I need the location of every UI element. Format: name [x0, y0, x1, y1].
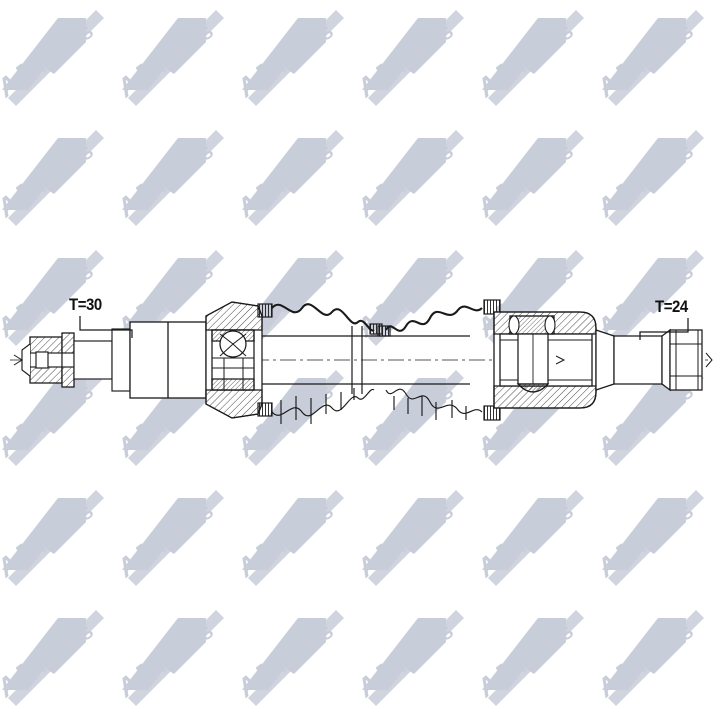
- inner-boot-clamp-small: [377, 325, 391, 337]
- callout-outer-spline-count: T=30: [69, 295, 102, 314]
- inner-tripod-joint: [493, 311, 597, 409]
- inner-rubber-boot: [385, 305, 483, 332]
- intermediate-shaft: [262, 335, 470, 385]
- inner-boot-clamp-large: [483, 299, 501, 421]
- outer-boot-lower-profile: [271, 388, 375, 424]
- callout-leader-right: [639, 318, 689, 340]
- outer-joint-stem: [129, 321, 207, 399]
- outer-boot-clamp-large: [257, 303, 273, 417]
- outer-stub-step: [73, 328, 131, 392]
- inner-spline-stub: [595, 328, 713, 392]
- spline-collar: [61, 332, 75, 388]
- outer-boot-clamp-small: [369, 323, 383, 335]
- outer-rubber-boot: [271, 303, 375, 332]
- callout-inner-spline-count: T=24: [655, 297, 688, 316]
- outer-cv-joint: [205, 301, 263, 419]
- inner-boot-lower-profile: [385, 388, 483, 420]
- break-line: [351, 326, 363, 394]
- outer-spline-stub: [13, 336, 63, 384]
- callout-leader-left: [79, 316, 133, 338]
- tripod-roller: [508, 315, 566, 393]
